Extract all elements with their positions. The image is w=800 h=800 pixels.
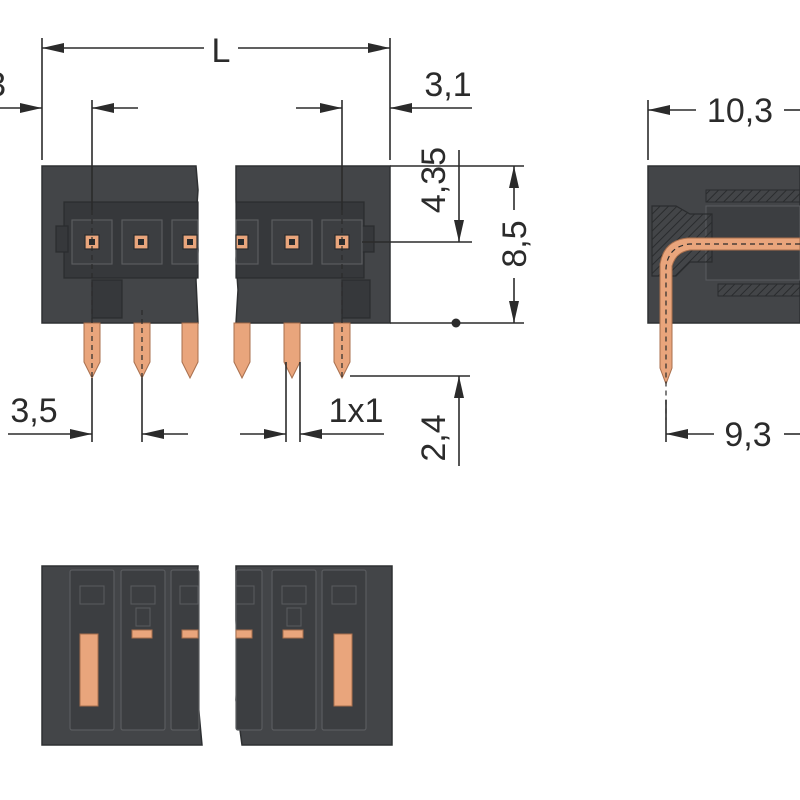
length-label: L (212, 32, 231, 70)
pitch-label: 3,5 (10, 392, 57, 430)
dimension-left-offset: 3 (0, 66, 138, 210)
dimension-pin-to-top: 4,35 (362, 147, 472, 243)
pin-length-label: 2,4 (415, 414, 453, 461)
dimension-right-offset: 3,1 (296, 66, 472, 210)
side-hatch-top (705, 189, 800, 203)
side-pin-centerline (665, 243, 800, 420)
front-pin (233, 322, 251, 380)
front-latch-right (341, 279, 371, 319)
front-view: L 3 3,1 4,35 (0, 32, 534, 466)
side-pin (659, 237, 800, 386)
dimension-depth-bottom: 9,3 (665, 400, 800, 454)
depth-bottom-label: 9,3 (724, 416, 771, 454)
height-label: 8,5 (496, 220, 534, 267)
dimension-height: 8,5 (390, 165, 534, 328)
depth-top-label: 10,3 (707, 92, 773, 130)
front-slot (121, 219, 163, 265)
left-offset-label: 3 (0, 66, 6, 104)
dimension-pin-section: 1x1 (240, 362, 384, 442)
bottom-cell (235, 569, 263, 731)
front-slot (235, 219, 259, 265)
front-pin (333, 322, 351, 380)
front-pin (283, 322, 301, 380)
pin-section-label: 1x1 (329, 392, 384, 430)
front-slot (171, 219, 199, 265)
bottom-view (41, 565, 393, 746)
bottom-cell (271, 569, 317, 731)
front-latch-left (91, 279, 123, 319)
bottom-cell (69, 569, 115, 731)
pin-to-top-label: 4,35 (415, 147, 453, 213)
dimension-depth-top: 10,3 (647, 92, 800, 160)
front-pin (83, 322, 101, 380)
right-offset-label: 3,1 (424, 66, 471, 104)
side-hatch-bottom (717, 283, 800, 297)
front-pin (181, 322, 199, 380)
side-view: 10,3 9,3 (647, 92, 800, 454)
dimension-pin-length: 2,4 (350, 375, 470, 466)
bottom-cell (120, 569, 166, 731)
front-slot (271, 219, 313, 265)
dimension-pitch: 3,5 (8, 378, 188, 442)
bottom-cell (170, 569, 200, 731)
front-rail-right-tab (361, 225, 375, 253)
dimension-length: L (41, 32, 391, 160)
front-rail-left-tab (55, 225, 69, 253)
bottom-cell (321, 569, 367, 731)
